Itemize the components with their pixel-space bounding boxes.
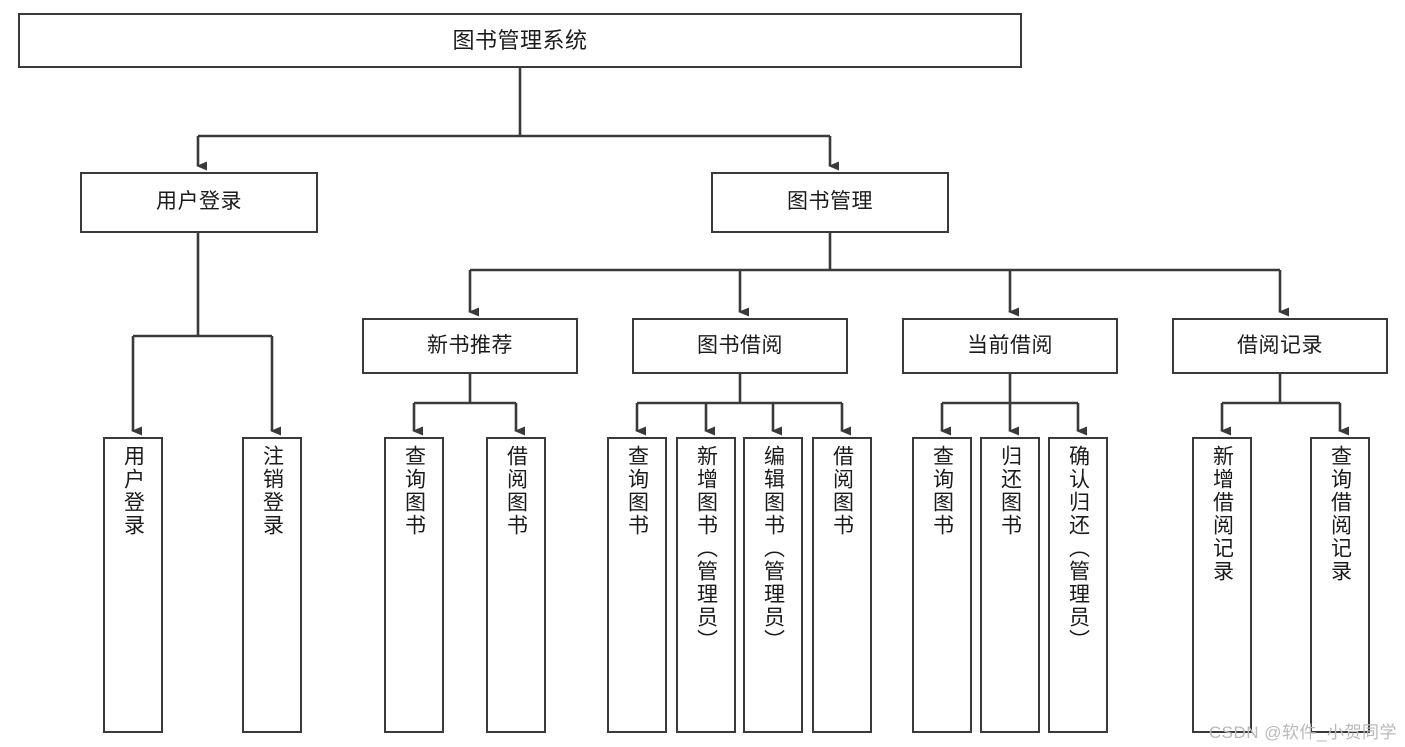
- node-label: 新增图书（管理员）: [694, 445, 718, 652]
- leaf-query-book-current[interactable]: 查询图书: [912, 437, 972, 733]
- leaf-borrow-book[interactable]: 借阅图书: [812, 437, 872, 733]
- node-label: 当前借阅: [967, 333, 1053, 357]
- node-label: 图书借阅: [697, 333, 783, 357]
- node-label: 新增借阅记录: [1210, 445, 1234, 583]
- node-label: 确认归还（管理员）: [1066, 445, 1090, 652]
- node-label: 借阅图书: [830, 445, 854, 537]
- node-book-management-system[interactable]: 图书管理系统: [18, 13, 1022, 68]
- leaf-query-borrow-record[interactable]: 查询借阅记录: [1310, 437, 1370, 733]
- node-current-borrow[interactable]: 当前借阅: [902, 318, 1118, 374]
- leaf-user-logout[interactable]: 注销登录: [242, 437, 302, 733]
- node-label: 查询图书: [930, 445, 954, 537]
- node-label: 查询借阅记录: [1328, 445, 1352, 583]
- csdn-watermark: CSDN @软件_小贺同学: [1208, 723, 1397, 742]
- leaf-add-borrow-record[interactable]: 新增借阅记录: [1192, 437, 1252, 733]
- node-label: 用户登录: [121, 445, 145, 537]
- node-book-management[interactable]: 图书管理: [711, 172, 949, 233]
- node-label: 归还图书: [998, 445, 1022, 537]
- node-label: 借阅图书: [504, 445, 528, 537]
- leaf-query-book-borrow[interactable]: 查询图书: [607, 437, 667, 733]
- node-label: 编辑图书（管理员）: [761, 445, 785, 652]
- leaf-borrow-book-recommend[interactable]: 借阅图书: [486, 437, 546, 733]
- node-user-login[interactable]: 用户登录: [80, 172, 318, 233]
- leaf-user-login[interactable]: 用户登录: [103, 437, 163, 733]
- node-label: 图书管理系统: [452, 27, 588, 53]
- node-label: 新书推荐: [427, 333, 513, 357]
- node-borrow-record[interactable]: 借阅记录: [1172, 318, 1388, 374]
- leaf-add-book-admin[interactable]: 新增图书（管理员）: [676, 437, 736, 733]
- node-new-book-recommend[interactable]: 新书推荐: [362, 318, 578, 374]
- node-label: 查询图书: [402, 445, 426, 537]
- leaf-query-book-recommend[interactable]: 查询图书: [384, 437, 444, 733]
- node-label: 查询图书: [625, 445, 649, 537]
- leaf-edit-book-admin[interactable]: 编辑图书（管理员）: [743, 437, 803, 733]
- node-label: 图书管理: [787, 190, 873, 214]
- leaf-return-book[interactable]: 归还图书: [980, 437, 1040, 733]
- node-book-borrow[interactable]: 图书借阅: [632, 318, 848, 374]
- node-label: 注销登录: [260, 445, 284, 537]
- node-label: 用户登录: [156, 190, 242, 214]
- node-label: 借阅记录: [1237, 333, 1323, 357]
- leaf-confirm-return-admin[interactable]: 确认归还（管理员）: [1048, 437, 1108, 733]
